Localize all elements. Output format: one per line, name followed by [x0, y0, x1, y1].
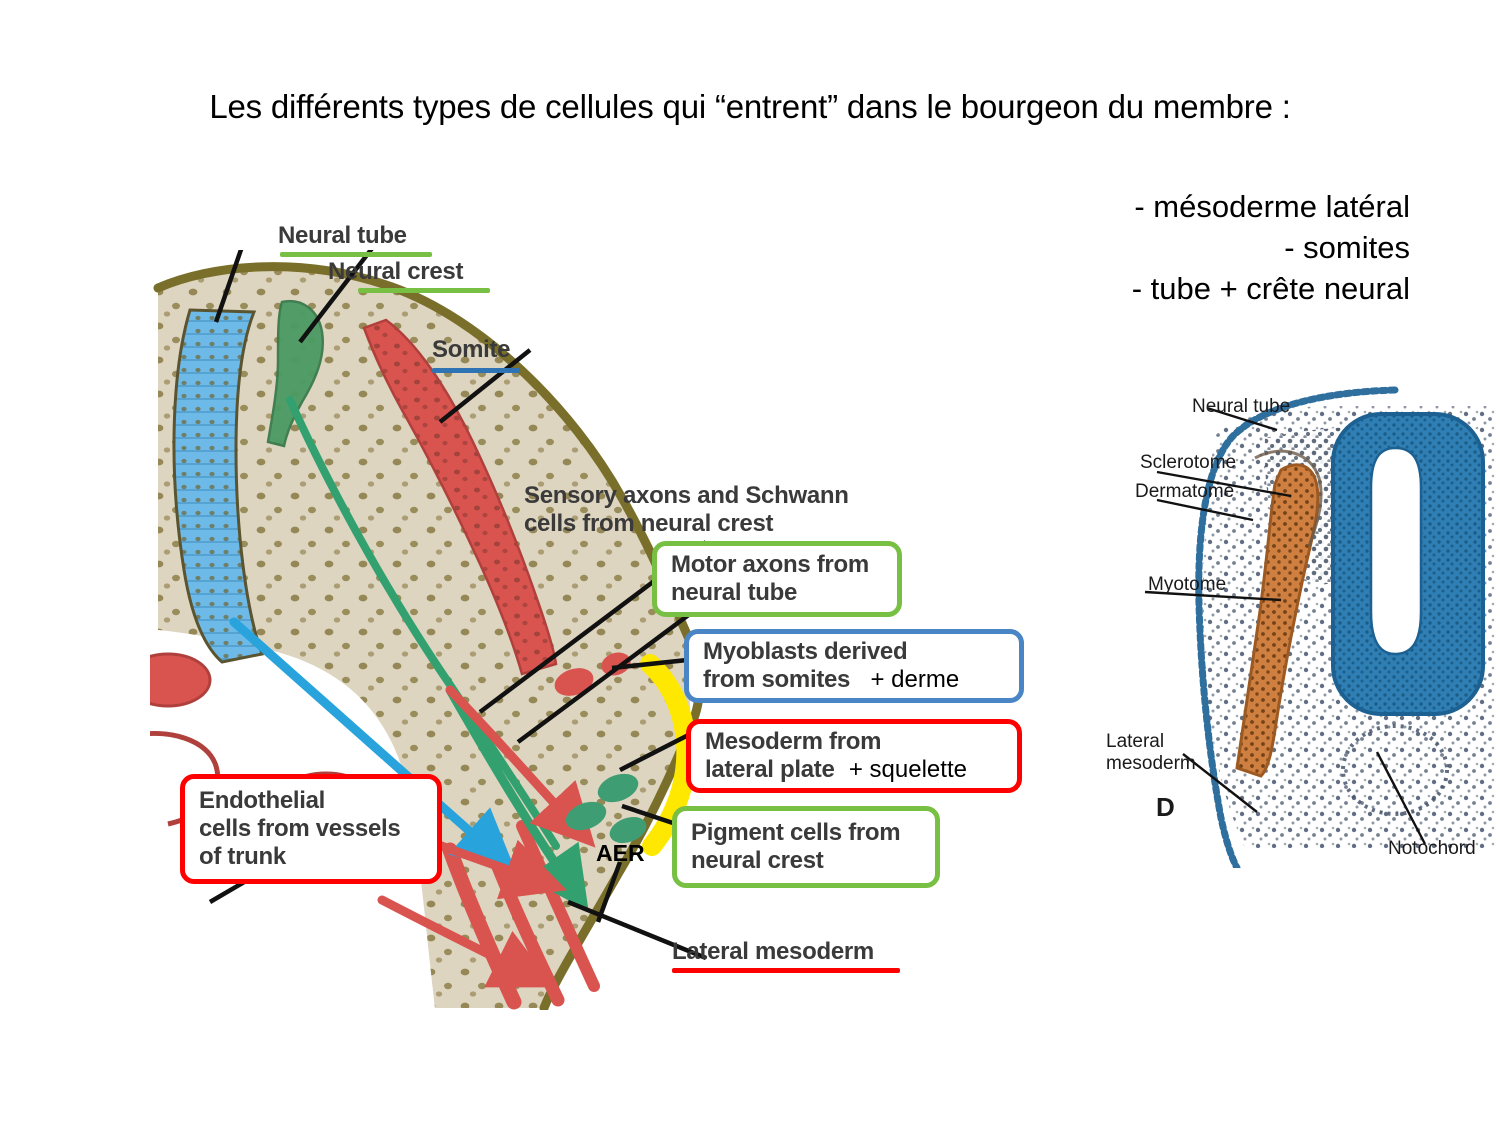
callout-endothelial-line1: Endothelial — [199, 787, 326, 815]
rlabel-myotome: Myotome — [1148, 574, 1227, 595]
french-list-item-1: - somites — [1284, 230, 1410, 266]
limb-bud-diagram — [150, 250, 710, 1010]
rlabel-dermatome: Dermatome — [1135, 481, 1235, 502]
page-title: Les différents types de cellules qui “en… — [209, 88, 1291, 125]
label-aer: AER — [596, 840, 645, 866]
callout-motor-axons-line2: neural tube — [671, 579, 798, 606]
underline-neural-crest — [358, 288, 490, 293]
ectoderm-boundary — [1195, 386, 1399, 868]
neural-tube-right — [1331, 412, 1485, 716]
callout-mesoderm-annotation: + squelette — [848, 756, 967, 783]
rlabel-neural-tube: Neural tube — [1192, 396, 1291, 417]
pigment-cells — [565, 773, 647, 844]
callout-pigment-line1: Pigment cells from — [691, 819, 901, 847]
callout-myoblasts-line2: from somites — [703, 666, 851, 693]
callout-myoblasts-line1: Myoblasts derived — [703, 638, 908, 666]
label-sensory-axons-line1: Sensory axons and Schwann — [524, 482, 849, 509]
rlabel-lateral-mesoderm-line2: mesoderm — [1106, 753, 1196, 774]
right-leader-lines — [1144, 406, 1427, 845]
notochord-ring — [1341, 724, 1449, 816]
callout-mesoderm-line1: Mesoderm from — [705, 728, 882, 756]
callout-pigment-line2: neural crest — [691, 847, 824, 874]
underline-lateral-mesoderm — [672, 968, 900, 973]
label-neural-tube: Neural tube — [278, 222, 407, 249]
callout-motor-axons-line1: Motor axons from — [671, 551, 869, 579]
callout-myoblasts-annotation: + derme — [870, 666, 960, 693]
callout-pigment-cells: Pigment cells from neural crest — [672, 806, 940, 888]
underline-neural-tube — [280, 252, 432, 257]
rlabel-lateral-mesoderm-line1: Lateral — [1106, 731, 1165, 752]
rlabel-panel-d: D — [1156, 792, 1175, 822]
french-list-item-0: - mésoderme latéral — [1134, 189, 1410, 224]
callout-endothelial-line3: of trunk — [199, 842, 286, 870]
myotome-strip — [1235, 449, 1323, 778]
label-somite: Somite — [432, 336, 511, 363]
callout-endothelial-line2: cells from vessels — [199, 815, 401, 843]
label-lateral-mesoderm: Lateral mesoderm — [672, 938, 874, 965]
label-sensory-axons-line2: cells from neural crest — [524, 510, 774, 537]
french-list-item-2: - tube + crête neural — [1131, 271, 1410, 307]
callout-mesoderm-line2: lateral plate — [705, 756, 835, 783]
callout-motor-axons: Motor axons from neural tube — [652, 541, 902, 617]
rlabel-sclerotome: Sclerotome — [1140, 452, 1237, 473]
underline-somite — [432, 368, 520, 373]
callout-endothelial-cells: Endothelial cells from vessels of trunk — [180, 774, 442, 884]
callout-mesoderm-lateral-plate: Mesoderm from lateral plate + squelette — [686, 719, 1022, 793]
somite-svg — [1144, 386, 1495, 868]
label-neural-crest: Neural crest — [328, 258, 464, 285]
neural-tube-structure — [172, 308, 265, 664]
limb-bud-svg — [150, 250, 708, 1010]
rlabel-notochord: Notochord — [1388, 838, 1476, 859]
callout-myoblasts: Myoblasts derived from somites + derme — [684, 629, 1024, 703]
somite-cross-section — [1095, 378, 1495, 868]
myoblast-cells — [554, 652, 631, 696]
neural-crest-structure — [266, 299, 325, 448]
somite-structure — [362, 318, 558, 676]
french-cell-type-list: - mésoderme latéral - somites - tube + c… — [1030, 186, 1410, 310]
